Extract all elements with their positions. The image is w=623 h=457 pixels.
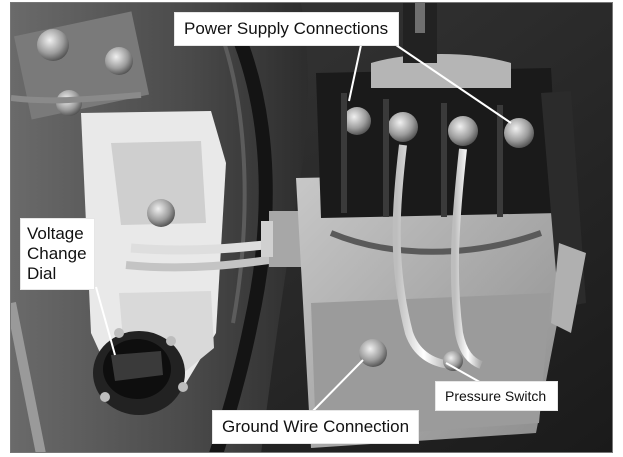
voltage-label-line-3: Dial	[27, 264, 57, 283]
ground-wire-connection-label: Ground Wire Connection	[213, 411, 419, 443]
power-supply-connections-label: Power Supply Connections	[175, 13, 399, 45]
voltage-dial	[93, 328, 188, 415]
power-supply-terminals	[341, 93, 534, 217]
pressure-switch-label: Pressure Switch	[436, 382, 558, 411]
ground-screw	[359, 339, 387, 367]
switch-wire	[392, 144, 452, 369]
bracket-screw	[105, 47, 133, 75]
callout-leaders	[95, 44, 512, 416]
bracket-screw	[37, 29, 69, 61]
voltage-label-line-2: Change	[27, 244, 87, 263]
voltage-label-line-1: Voltage	[27, 224, 84, 243]
switch-wire	[450, 148, 483, 369]
voltage-change-dial-label: Voltage Change Dial	[21, 219, 94, 289]
